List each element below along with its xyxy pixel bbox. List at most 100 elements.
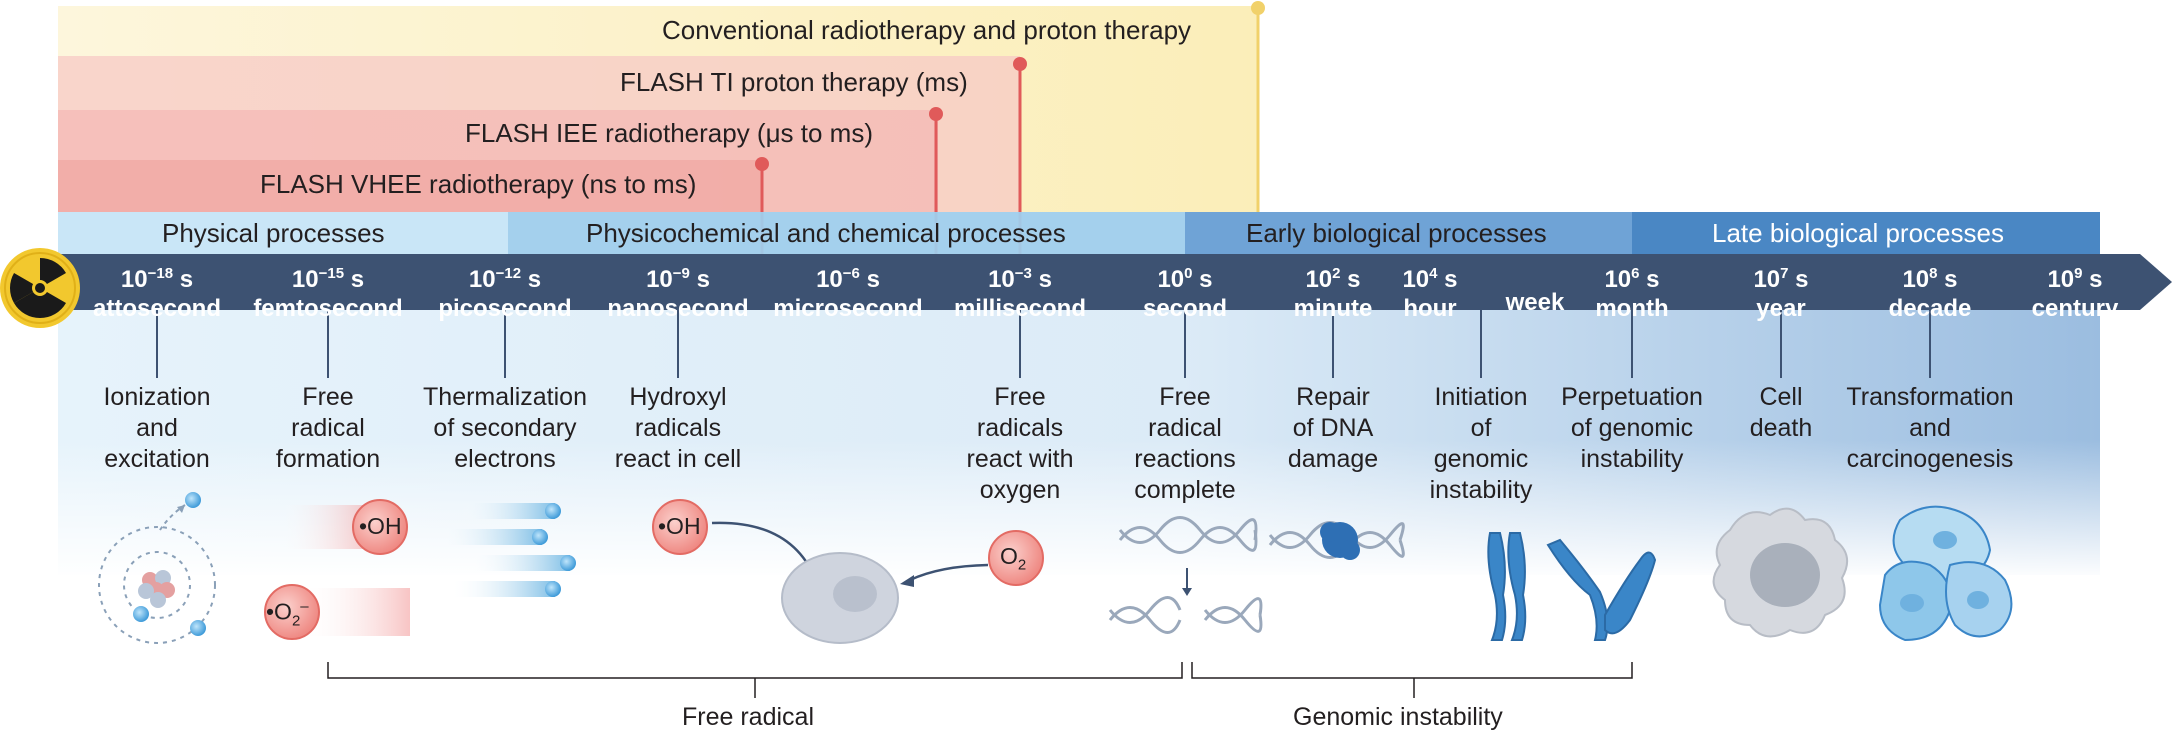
tick-name: year xyxy=(1756,295,1806,322)
band-label-physicochemical: Physicochemical and chemical processes xyxy=(586,218,1066,248)
tick-name: femtosecond xyxy=(253,295,403,322)
radiation-icon xyxy=(0,248,80,328)
flash-iee-dot xyxy=(929,107,943,121)
dna-repair-icon xyxy=(1268,521,1405,560)
event-label-line: Hydroxyl xyxy=(629,383,727,411)
dna-complete-icon xyxy=(1108,516,1263,634)
event-label-line: of secondary xyxy=(433,414,577,442)
tick-name: microsecond xyxy=(773,295,923,322)
dna-break-arrow-icon xyxy=(1182,568,1192,596)
tick-power: 10−18 s xyxy=(120,265,194,293)
event-label-line: Ionization xyxy=(103,383,211,411)
flash-vhee-dot xyxy=(755,157,769,171)
chromosome-icon xyxy=(1487,532,1657,641)
event-label-line: Transformation xyxy=(1846,383,2014,411)
therapy-label-flash-vhee: FLASH VHEE radiotherapy (ns to ms) xyxy=(260,169,697,199)
event-label-line: react in cell xyxy=(614,445,742,473)
free-radical-bracket xyxy=(327,662,1183,698)
tick-name: week xyxy=(1505,289,1565,316)
event-label-line: and xyxy=(136,414,178,442)
event-label-line: react with xyxy=(966,445,1074,473)
event-label-line: formation xyxy=(275,445,381,473)
event-label-line: of genomic xyxy=(1570,414,1694,442)
tick-power: 106 s xyxy=(1604,265,1660,293)
event-label-line: Thermalization xyxy=(423,383,587,411)
tick-name: attosecond xyxy=(92,295,221,322)
tick-power: 104 s xyxy=(1402,265,1458,293)
event-label-line: of xyxy=(1470,414,1492,442)
event-label-line: Cell xyxy=(1759,383,1803,411)
thermalization-electrons-icon xyxy=(440,503,576,597)
timeline-tick: week xyxy=(1455,289,1615,317)
event-label-line: of DNA xyxy=(1292,414,1374,442)
event-label-line: radical xyxy=(291,414,365,442)
event-label-line: Free xyxy=(302,383,354,411)
event-label-line: genomic xyxy=(1433,445,1529,473)
band-late-biological xyxy=(1632,212,2100,254)
tick-name: second xyxy=(1142,295,1228,322)
tick-power: 102 s xyxy=(1305,265,1361,293)
event-label-line: instability xyxy=(1580,445,1684,473)
event-label-line: radical xyxy=(1148,414,1222,442)
band-early-biological xyxy=(1185,212,1632,254)
hydroxyl-radical-icon xyxy=(280,499,408,555)
tick-name: nanosecond xyxy=(607,295,749,322)
band-physicochemical xyxy=(508,212,1185,254)
tick-name: picosecond xyxy=(438,295,572,322)
cell-icon xyxy=(781,552,899,644)
event-tick-lines xyxy=(156,310,1931,378)
event-label-line: complete xyxy=(1134,476,1236,504)
event-label-line: Repair xyxy=(1296,383,1370,411)
event-label-line: oxygen xyxy=(979,476,1061,504)
tick-power: 108 s xyxy=(1902,265,1958,293)
hydroxyl-cell-label: •OH xyxy=(658,513,701,539)
tick-name: millisecond xyxy=(953,295,1087,322)
event-label-line: radicals xyxy=(976,414,1064,442)
event-label: Thermalization of secondary electrons xyxy=(410,382,600,475)
tick-name: minute xyxy=(1293,295,1373,322)
conventional-dot xyxy=(1251,1,1265,15)
transformed-cells-icon xyxy=(1878,505,2013,642)
event-label-line: Free xyxy=(994,383,1046,411)
event-label-line: Initiation xyxy=(1434,383,1528,411)
tick-power: 10−3 s xyxy=(988,265,1052,293)
band-physical xyxy=(58,212,508,254)
oxygen-label: O2 xyxy=(1000,543,1027,574)
bracket-label-free-radical: Free radical xyxy=(682,703,814,731)
event-label-line: electrons xyxy=(454,445,556,473)
event-label-line: excitation xyxy=(104,445,210,473)
tick-power: 10−15 s xyxy=(291,265,365,293)
event-label-line: Perpetuation xyxy=(1561,383,1703,411)
event-label-line: instability xyxy=(1429,476,1533,504)
superoxide-radical-icon xyxy=(264,584,410,640)
band-label-physical: Physical processes xyxy=(162,218,385,248)
tick-name: century xyxy=(2031,295,2119,322)
hydroxyl-label: •OH xyxy=(359,513,402,539)
event-label: Initiation of genomic instability xyxy=(1386,382,1576,506)
event-label-line: death xyxy=(1749,414,1813,442)
therapy-label-flash-ti: FLASH TI proton therapy (ms) xyxy=(620,67,968,97)
superoxide-label: •O2– xyxy=(266,598,309,630)
band-label-early-biological: Early biological processes xyxy=(1246,218,1547,248)
timeline-arrow xyxy=(40,254,2172,310)
event-label: Cell death xyxy=(1686,382,1876,444)
event-label: Ionization and excitation xyxy=(62,382,252,475)
tick-power: 10−6 s xyxy=(816,265,880,293)
therapy-label-conventional: Conventional radiotherapy and proton the… xyxy=(662,15,1192,45)
